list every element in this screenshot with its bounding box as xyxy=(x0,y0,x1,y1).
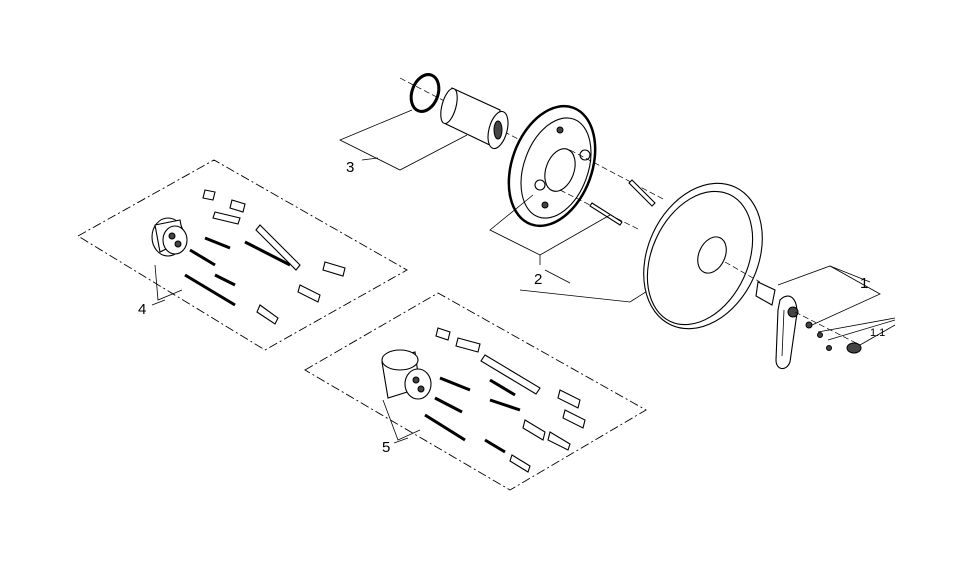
screw-2 xyxy=(589,202,623,226)
part-2-group xyxy=(489,104,681,303)
callout-2: 2 xyxy=(534,271,542,288)
callout-1: 1 xyxy=(860,275,868,292)
callout-3: 3 xyxy=(346,159,354,176)
cap xyxy=(846,342,862,354)
screw-1 xyxy=(628,179,656,207)
callout-4: 4 xyxy=(138,301,146,318)
callout-5: 5 xyxy=(382,439,390,456)
callout-1-1: 1.1 xyxy=(870,327,885,339)
o-ring xyxy=(409,73,441,113)
part-1-handle xyxy=(755,265,896,370)
escutcheon xyxy=(643,182,763,330)
kit-5-group xyxy=(304,292,647,491)
part-3-group xyxy=(339,73,521,171)
kit-4-group xyxy=(77,159,408,351)
